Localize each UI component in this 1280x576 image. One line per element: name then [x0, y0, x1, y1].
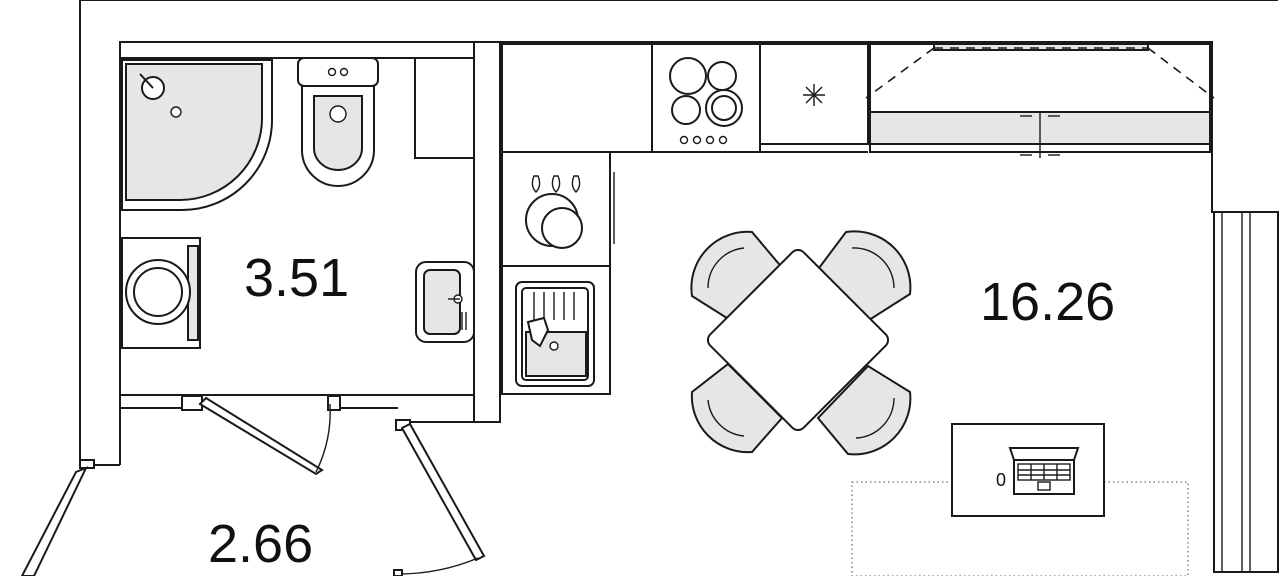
dining-table: [706, 248, 890, 432]
dining-chair: [690, 230, 786, 322]
entrance-door: [20, 466, 89, 576]
upper-cabinets: [869, 43, 1211, 158]
dining-chair: [690, 362, 784, 454]
socket-label: 0: [996, 470, 1006, 490]
bathroom-area-label: 3.51: [244, 248, 349, 308]
shower: [121, 59, 273, 211]
hallway-area-label: 2.66: [208, 514, 313, 574]
window-right: [1213, 211, 1279, 573]
cooktop: [669, 57, 743, 145]
kitchen-door: [393, 422, 486, 576]
laptop-icon: [1008, 447, 1080, 495]
bathroom-sink: [415, 261, 475, 343]
dining-chair: [814, 230, 912, 324]
washing-machine: [121, 237, 201, 349]
toilet: [297, 57, 379, 187]
dishwasher: [525, 175, 583, 249]
fridge-snowflake-icon: [803, 84, 825, 106]
dining-set: [690, 230, 912, 456]
kitchen-sink: [515, 281, 595, 387]
range-hood: [865, 43, 1215, 99]
kitchen-area-label: 16.26: [980, 272, 1115, 332]
workspace: 0: [851, 423, 1189, 576]
bathroom-door: [198, 396, 331, 476]
dining-chair: [816, 364, 912, 456]
bathroom-walls: [120, 42, 501, 431]
